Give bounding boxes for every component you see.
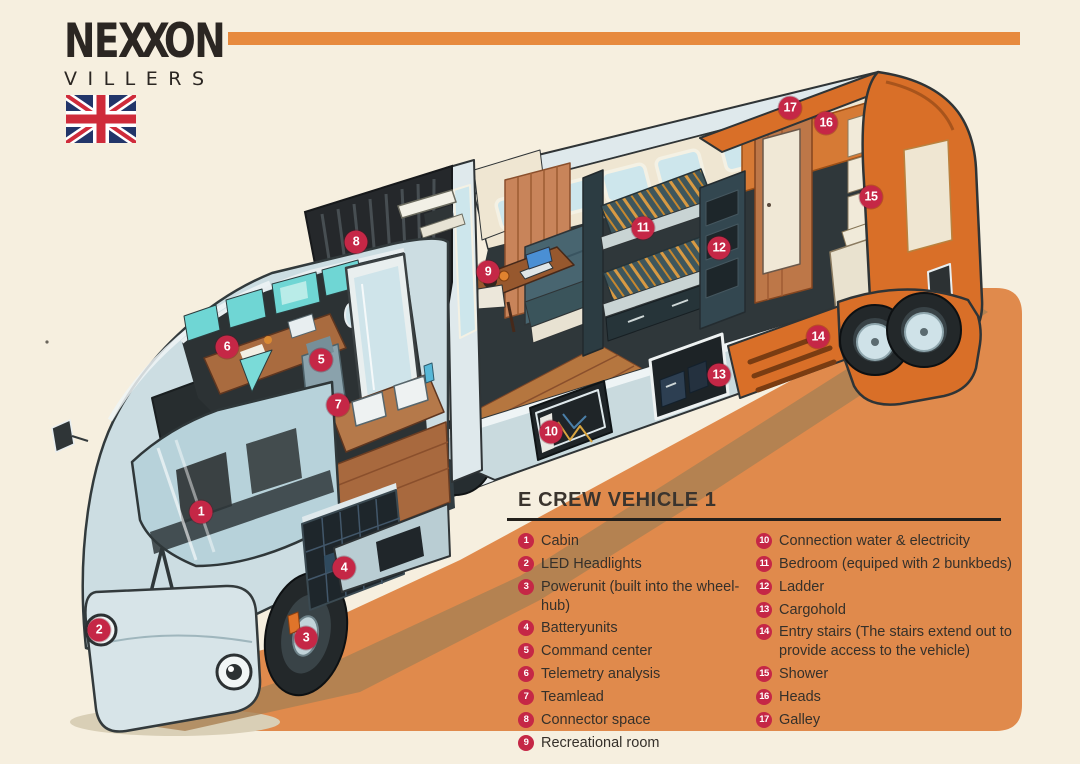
legend-item-label: Connection water & electricity: [779, 533, 970, 549]
legend-title: E CREW VEHICLE 1: [518, 489, 717, 511]
legend-item: 15 Shower: [756, 665, 1026, 684]
top-accent-bar: [228, 32, 1020, 45]
cab-group: [51, 237, 451, 733]
legend-item-label: Entry stairs (The stairs extend out to p…: [779, 624, 1012, 660]
bathroom-door: [762, 128, 801, 275]
legend-item: 17 Galley: [756, 711, 1026, 730]
legend-divider: [507, 518, 1001, 521]
legend-item-label: Telemetry analysis: [541, 666, 661, 683]
brake-caliper: [287, 611, 301, 635]
legend-item: 16 Heads: [756, 688, 1026, 707]
legend-item: 12 Ladder: [756, 578, 1026, 597]
legend-item: 9 Recreational room: [518, 734, 756, 753]
bathroom-partition: [754, 102, 813, 304]
legend-item-number: 1: [518, 533, 534, 549]
legend-item-number: 15: [756, 666, 772, 683]
legend-item-label: Connector space: [541, 711, 651, 728]
led-headlight-icon: [215, 653, 253, 691]
legend-item: 7 Teamlead: [518, 688, 756, 707]
legend-item-label: Command center: [541, 643, 653, 660]
legend-item-label: LED Headlights: [541, 555, 642, 572]
mug: [498, 270, 510, 282]
legend-item: 13 Cargohold: [756, 601, 1026, 620]
legend-item: 11 Bedroom (equiped with 2 bunkbeds): [756, 555, 1026, 574]
cargo-opening: [648, 332, 730, 421]
brand-logo: NEXXON VILLERS: [64, 18, 264, 89]
ladder-column: [699, 170, 746, 330]
legend-item-number: 4: [518, 620, 534, 637]
triangle-screen: [239, 349, 273, 393]
legend-item: 2 LED Headlights: [518, 555, 756, 574]
legend-item: 10 Connection water & electricity: [756, 532, 1026, 551]
rear-hatch: [903, 139, 953, 253]
side-mirror-icon: [51, 419, 75, 453]
legend-item-label: Cabin: [541, 533, 579, 549]
trailer-group: [407, 70, 984, 520]
legend-item-number: 12: [756, 578, 772, 595]
legend-item: 14 Entry stairs (The stairs extend out t…: [756, 623, 1026, 661]
legend-item-number: 5: [518, 643, 534, 660]
legend-column-left: 1 Cabin 2 LED Headlights 3 Powerunit (bu…: [518, 532, 756, 756]
legend-column-right: 10 Connection water & electricity 11 Bed…: [756, 532, 1026, 756]
legend-item-label: Batteryunits: [541, 620, 618, 637]
command-desk: [203, 313, 347, 395]
legend-item-number: 3: [518, 578, 534, 595]
legend-item-label: Shower: [779, 666, 829, 683]
legend-item: 4 Batteryunits: [518, 619, 756, 638]
legend-item: 6 Telemetry analysis: [518, 665, 756, 684]
legend-item-number: 14: [756, 624, 772, 641]
rear-wheels: [839, 292, 962, 376]
legend-item-label: Teamlead: [541, 688, 604, 705]
legend-item-label: Cargohold: [779, 601, 846, 618]
telemetry-screens: [183, 259, 363, 342]
windshield: [130, 380, 342, 568]
legend-item-label: Powerunit (built into the wheel-hub): [541, 578, 740, 614]
command-door: [344, 252, 422, 412]
legend-item-number: 7: [518, 688, 534, 705]
person-body: [476, 284, 506, 310]
legend-item-label: Heads: [779, 688, 821, 705]
legend-item-number: 11: [756, 555, 772, 572]
brand-name: NEXXON: [64, 14, 226, 69]
wiper-mark: [148, 546, 176, 598]
legend-item-number: 17: [756, 711, 772, 728]
legend-item-label: Galley: [779, 711, 821, 728]
legend-item-number: 9: [518, 734, 534, 751]
led-headlight-icon: [84, 613, 118, 647]
uk-flag-icon: [66, 95, 136, 143]
rear-orange-body: [699, 70, 984, 406]
legend-item-label: Recreational room: [541, 734, 660, 751]
legend-item: 5 Command center: [518, 642, 756, 661]
legend-item: 3 Powerunit (built into the wheel-hub): [518, 578, 756, 616]
brand-subtitle: VILLERS: [64, 68, 215, 90]
legend-item-label: Ladder: [779, 578, 825, 595]
legend-item-number: 16: [756, 688, 772, 705]
front-bumper: [84, 584, 262, 733]
legend-panel: E CREW VEHICLE 1 1 Cabin 2 LED Headlight…: [506, 489, 1026, 756]
legend-item-number: 6: [518, 666, 534, 683]
legend-item-number: 2: [518, 555, 534, 572]
legend-item-number: 13: [756, 601, 772, 618]
legend-item-number: 8: [518, 711, 534, 728]
legend-item-number: 10: [756, 533, 772, 549]
legend-item: 8 Connector space: [518, 711, 756, 730]
legend-item: 1 Cabin: [518, 532, 756, 551]
legend-item-label: Bedroom (equiped with 2 bunkbeds): [779, 555, 1012, 572]
